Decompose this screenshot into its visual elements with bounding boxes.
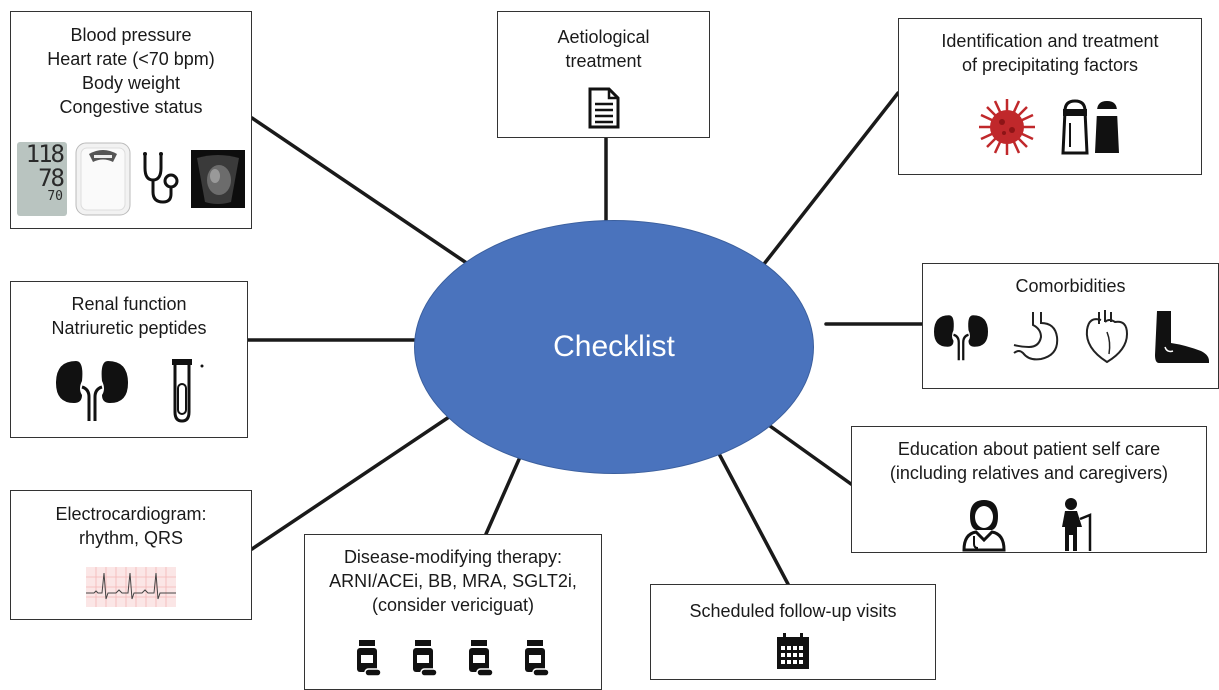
vitals-box: Blood pressure Heart rate (<70 bpm) Body… bbox=[10, 11, 252, 229]
bp-pulse: 70 bbox=[47, 189, 63, 204]
box-line: Aetiological bbox=[557, 27, 650, 47]
blood-pressure-monitor-icon: 118 78 70 bbox=[17, 142, 67, 216]
therapy-box: Disease-modifying therapy: ARNI/ACEi, BB… bbox=[304, 534, 602, 690]
ecg-strip-icon bbox=[86, 567, 176, 607]
bp-diastolic: 78 bbox=[38, 164, 65, 192]
checklist-hub: Checklist bbox=[414, 220, 814, 474]
box-line: Scheduled follow-up visits bbox=[689, 601, 897, 621]
box-line: (consider vericiguat) bbox=[371, 595, 535, 615]
box-line: Body weight bbox=[81, 73, 181, 93]
spoke-followup bbox=[714, 446, 790, 586]
box-line: treatment bbox=[565, 51, 642, 71]
calendar-icon bbox=[777, 633, 809, 669]
hub-label: Checklist bbox=[553, 330, 675, 363]
spoke-vitals bbox=[250, 116, 476, 270]
spoke-precipitating bbox=[762, 91, 900, 266]
virus-icon bbox=[979, 99, 1035, 155]
pill-bottle-icon bbox=[469, 640, 494, 677]
salt-pepper-shakers-icon bbox=[1061, 99, 1119, 155]
doctor-icon bbox=[962, 500, 1006, 552]
scale-icon bbox=[75, 142, 131, 216]
stethoscope-icon bbox=[143, 152, 179, 204]
spoke-ecg bbox=[250, 413, 454, 551]
box-line: Blood pressure bbox=[70, 25, 192, 45]
kidneys-icon bbox=[933, 315, 988, 361]
elderly-person-icon bbox=[1062, 498, 1092, 551]
education-box: Education about patient self care (inclu… bbox=[851, 426, 1207, 553]
box-line: (including relatives and caregivers) bbox=[889, 463, 1169, 483]
spoke-therapy bbox=[484, 446, 526, 536]
box-line: Renal function bbox=[71, 294, 187, 314]
box-line: Identification and treatment bbox=[941, 31, 1159, 51]
precipitating-box: Identification and treatment of precipit… bbox=[898, 18, 1202, 175]
box-line: Disease-modifying therapy: bbox=[343, 547, 563, 567]
box-line: Heart rate (<70 bpm) bbox=[47, 49, 215, 69]
box-line: Natriuretic peptides bbox=[51, 318, 207, 338]
heart-icon bbox=[1085, 310, 1128, 364]
pill-bottle-icon bbox=[357, 640, 382, 677]
test-tube-icon bbox=[172, 359, 204, 423]
box-line: rhythm, QRS bbox=[78, 528, 184, 548]
spoke-education bbox=[768, 424, 853, 486]
comorbidities-box: Comorbidities bbox=[922, 263, 1219, 389]
kidneys-icon bbox=[56, 361, 128, 421]
stomach-icon bbox=[1012, 312, 1058, 361]
box-line: Comorbidities bbox=[1015, 276, 1126, 296]
bp-systolic: 118 bbox=[25, 140, 65, 168]
box-line: ARNI/ACEi, BB, MRA, SGLT2i, bbox=[329, 571, 577, 591]
foot-icon bbox=[1154, 311, 1209, 363]
renal-box: Renal function Natriuretic peptides bbox=[10, 281, 248, 438]
document-icon bbox=[588, 87, 619, 129]
pill-bottle-icon bbox=[413, 640, 438, 677]
box-line: Electrocardiogram: bbox=[55, 504, 207, 524]
aetiology-box: Aetiological treatment bbox=[497, 11, 710, 138]
followup-box: Scheduled follow-up visits bbox=[650, 584, 936, 680]
ultrasound-image-icon bbox=[191, 150, 245, 208]
box-line: Education about patient self care bbox=[897, 439, 1161, 459]
ecg-box: Electrocardiogram: rhythm, QRS bbox=[10, 490, 252, 620]
pill-bottle-icon bbox=[525, 640, 550, 677]
box-line: of precipitating factors bbox=[961, 55, 1139, 75]
box-line: Congestive status bbox=[59, 97, 203, 117]
